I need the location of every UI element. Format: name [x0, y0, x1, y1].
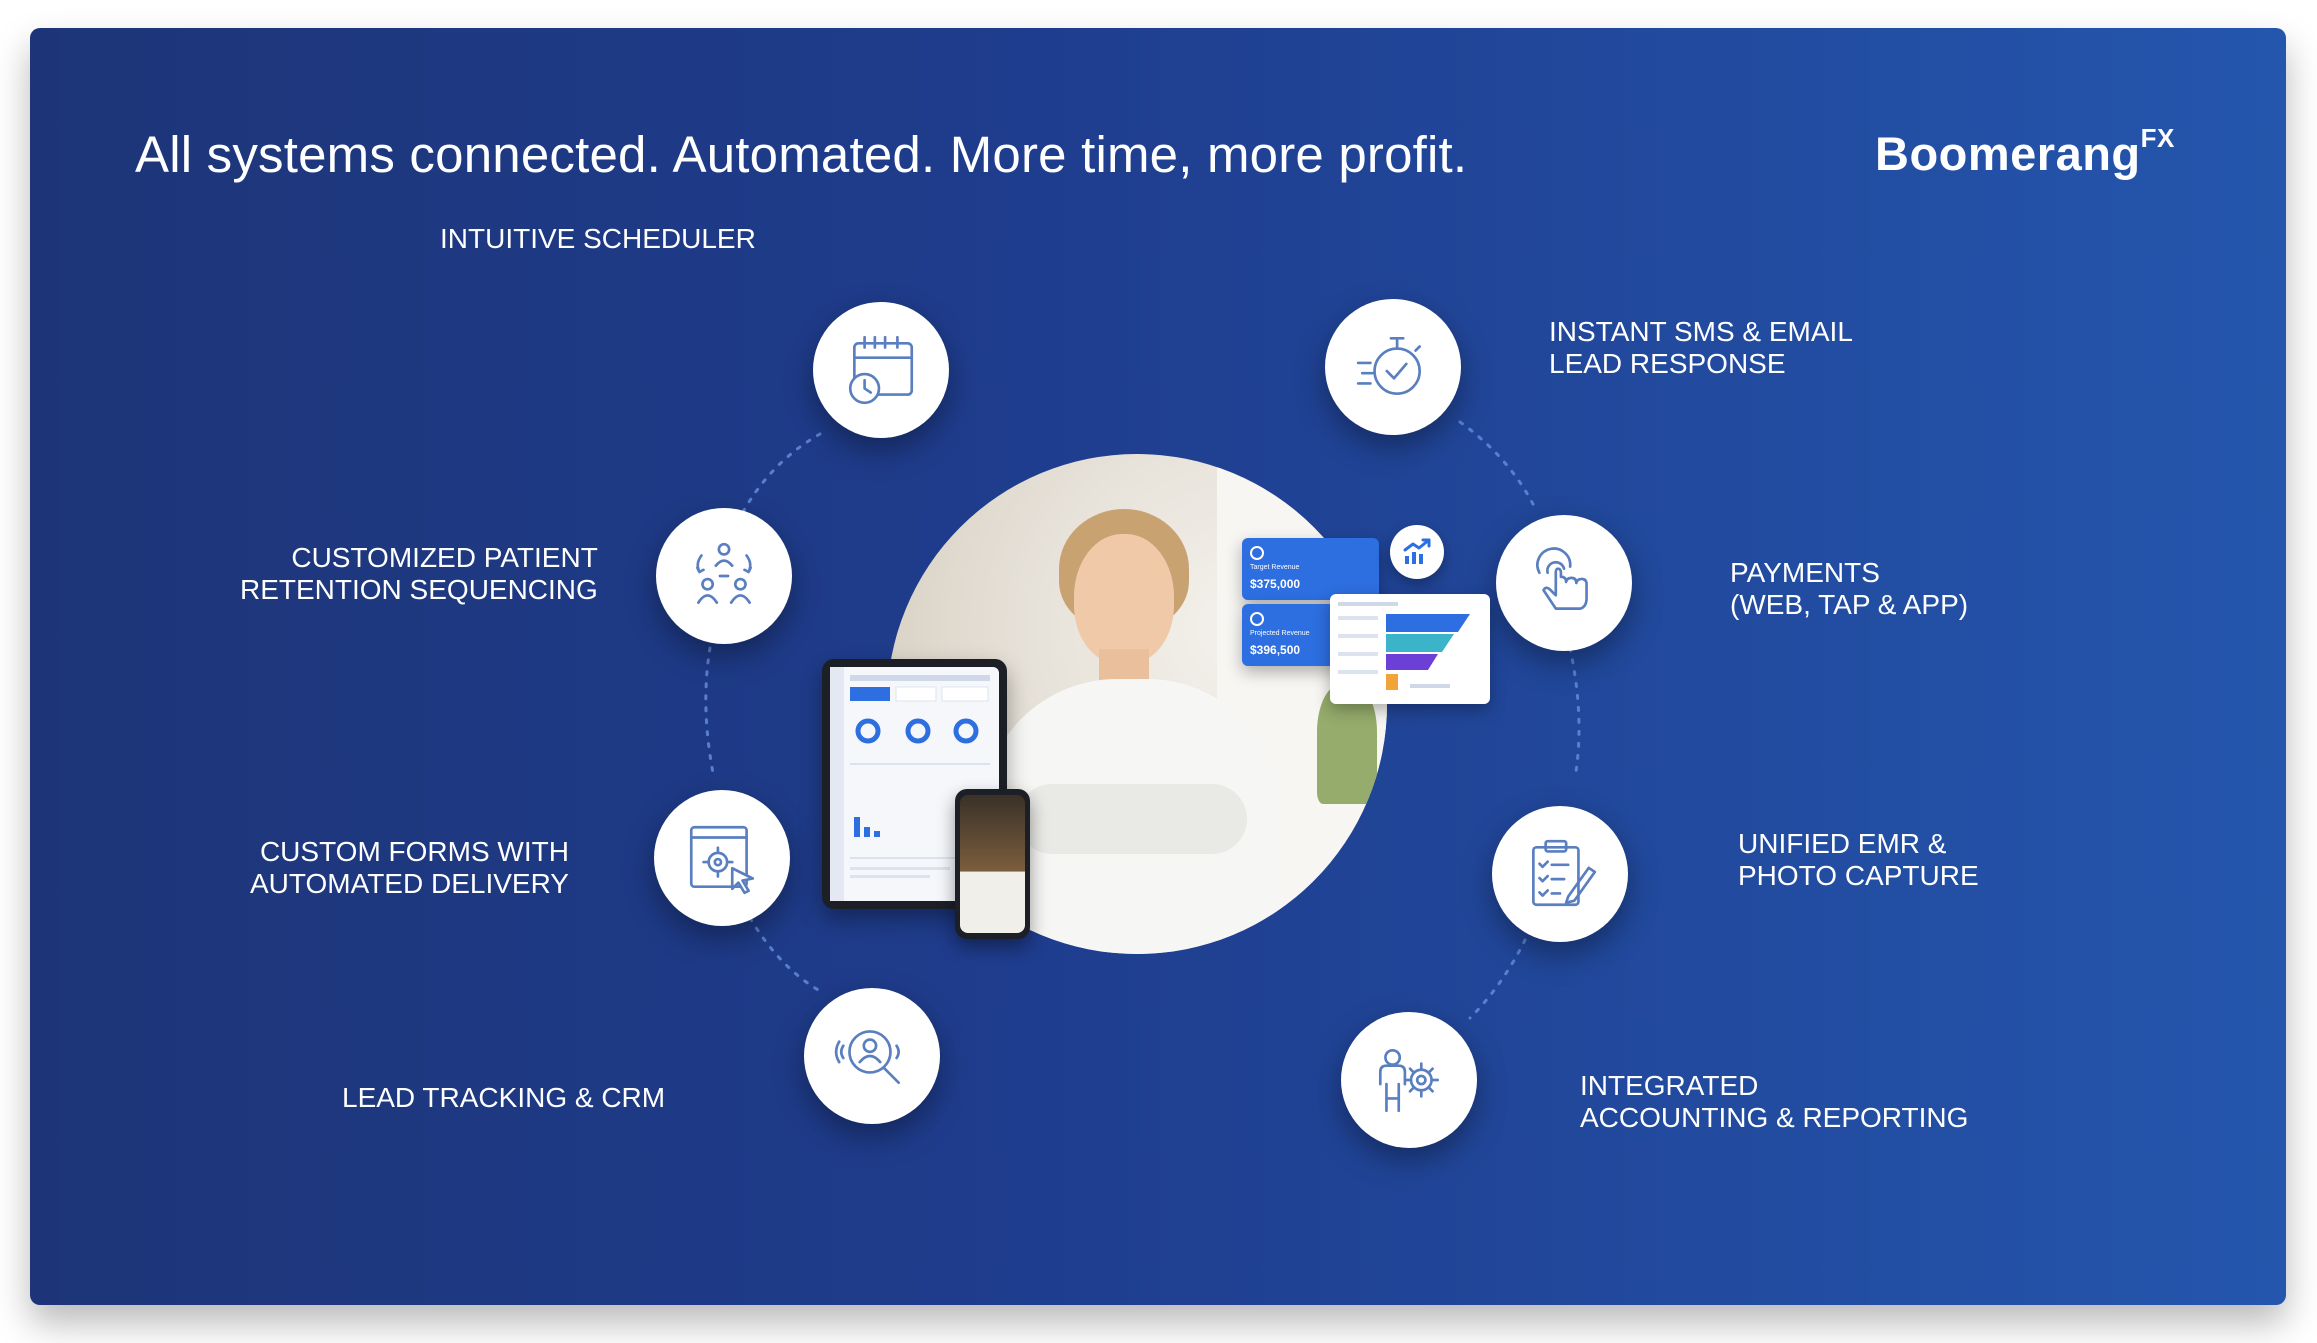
brand-logo: BoomerangFX: [1875, 123, 2175, 181]
practitioner-arms: [1017, 784, 1247, 854]
feature-label-emr: UNIFIED EMR & PHOTO CAPTURE: [1738, 828, 1979, 891]
target-dot-icon: [1250, 546, 1264, 560]
brand-name: Boomerang: [1875, 127, 2141, 180]
feature-crm-bubble[interactable]: [804, 988, 940, 1124]
hero-plant: [1317, 684, 1377, 804]
feature-label-accounting: INTEGRATED ACCOUNTING & REPORTING: [1580, 1070, 1969, 1133]
stat-card-target: Target Revenue $375,000: [1242, 538, 1379, 600]
form-cursor-icon: [689, 825, 755, 895]
person-gear-icon: [1378, 1048, 1440, 1113]
feature-label-sms: INSTANT SMS & EMAIL LEAD RESPONSE: [1549, 316, 1853, 379]
people-cycle-icon: [696, 542, 752, 604]
user-search-icon: [834, 1030, 900, 1084]
feature-scheduler-bubble[interactable]: [813, 302, 949, 438]
funnel-graphic: [1338, 602, 1470, 690]
calendar-clock-icon: [848, 335, 914, 405]
funnel-card: [1330, 594, 1490, 704]
projected-dot-icon: [1250, 612, 1264, 626]
hero-photo: [887, 454, 1387, 954]
feature-accounting-bubble[interactable]: [1341, 1012, 1477, 1148]
feature-payments-bubble[interactable]: [1496, 515, 1632, 651]
trend-badge: [1390, 525, 1444, 579]
stopwatch-check-icon: [1356, 336, 1421, 395]
phone-screen: [960, 795, 1025, 933]
brand-suffix: FX: [2140, 123, 2175, 154]
feature-emr-bubble[interactable]: [1492, 806, 1628, 942]
feature-label-crm: LEAD TRACKING & CRM: [342, 1082, 666, 1113]
dashboard-graphic: [830, 667, 990, 901]
tap-hand-icon: [1536, 547, 1588, 610]
feature-retention-bubble[interactable]: [656, 508, 792, 644]
hero-banner: All systems connected. Automated. More t…: [30, 28, 2286, 1305]
headline: All systems connected. Automated. More t…: [135, 126, 1468, 183]
feature-forms-bubble[interactable]: [654, 790, 790, 926]
feature-sms-bubble[interactable]: [1325, 299, 1461, 435]
feature-label-retention: CUSTOMIZED PATIENT RETENTION SEQUENCING: [240, 542, 598, 605]
phone-mockup: [955, 789, 1030, 939]
feature-label-payments: PAYMENTS (WEB, TAP & APP): [1730, 557, 1969, 620]
clipboard-pen-icon: [1532, 839, 1597, 907]
practitioner-face: [1074, 534, 1174, 664]
feature-label-scheduler: INTUITIVE SCHEDULER: [440, 223, 756, 254]
feature-label-forms: CUSTOM FORMS WITH AUTOMATED DELIVERY: [250, 836, 569, 899]
trending-up-icon: [1403, 538, 1431, 564]
